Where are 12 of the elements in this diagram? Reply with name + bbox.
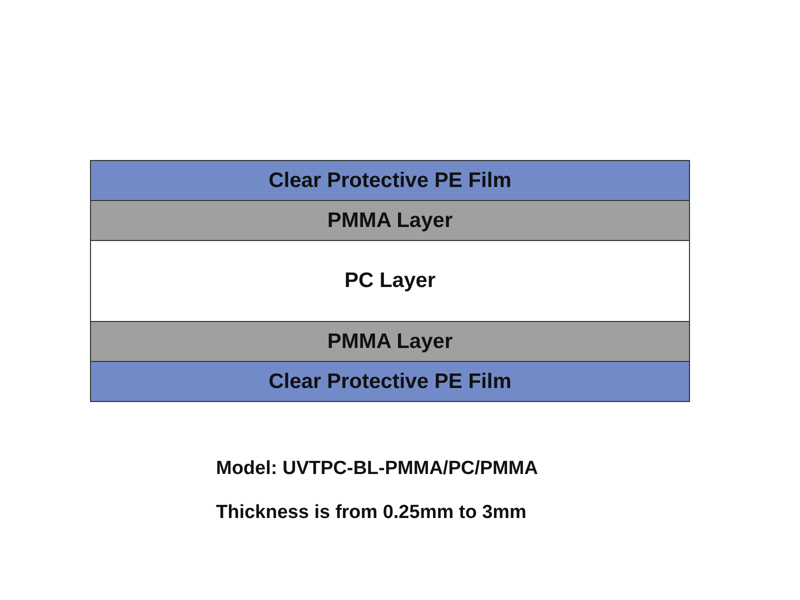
pmma-layer xyxy=(90,321,690,362)
pc-layer xyxy=(90,240,690,322)
model-note: Model: UVTPC-BL-PMMA/PC/PMMA xyxy=(216,458,538,480)
layer-label: PC Layer xyxy=(344,269,436,293)
film-layer xyxy=(90,160,690,201)
pmma-layer xyxy=(90,200,690,241)
film-layer xyxy=(90,361,690,402)
layer-label: PMMA Layer xyxy=(327,330,453,354)
layer-label: Clear Protective PE Film xyxy=(268,370,512,394)
layer-label: Clear Protective PE Film xyxy=(268,168,512,192)
thickness-note: Thickness is from 0.25mm to 3mm xyxy=(216,502,526,524)
layer-label: PMMA Layer xyxy=(327,208,453,232)
